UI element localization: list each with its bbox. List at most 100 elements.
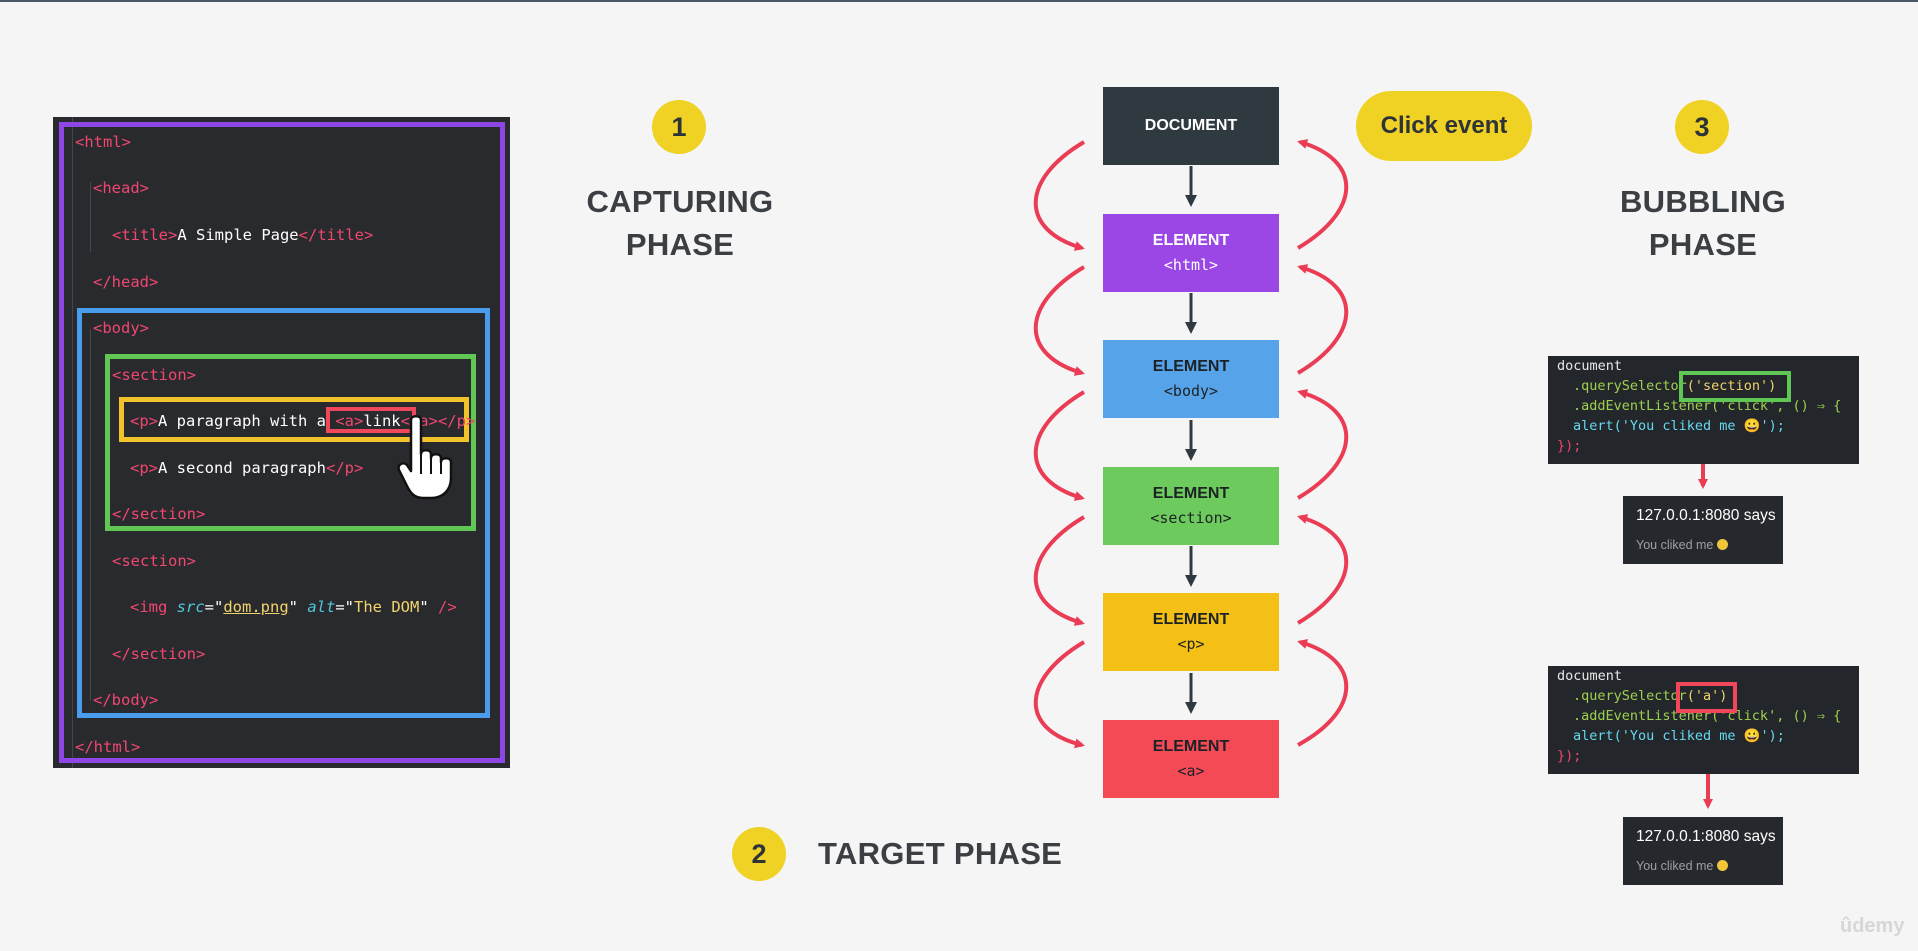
udemy-watermark-logo: ûdemy	[1840, 915, 1905, 937]
head-close-tag: </head>	[93, 273, 159, 291]
capturing-phase-title-line1: CAPTURING	[586, 184, 774, 219]
alert-message: You cliked me	[1636, 538, 1729, 552]
html-tag: <html>	[75, 133, 131, 151]
selector-argument: ('a')	[1686, 688, 1728, 704]
pointer-hand-icon	[397, 415, 453, 500]
img-close-tag: />	[438, 598, 457, 616]
p-open-tag: <p>	[130, 459, 158, 477]
chain-node-label: ELEMENT	[1152, 485, 1230, 502]
phase-2-number-badge: 2	[732, 827, 786, 881]
code-snippet-a: document .querySelector('a') .addEventLi…	[1548, 666, 1859, 774]
src-value: dom.png	[223, 598, 289, 616]
p-open-tag: <p>	[130, 412, 158, 430]
alert-dialog-section: 127.0.0.1:8080 says You cliked me	[1623, 496, 1783, 564]
capturing-arrow	[1033, 140, 1086, 251]
chain-node-tag: <html>	[1163, 256, 1219, 274]
code-line-head-open: <head>	[93, 178, 149, 198]
p-close-tag: </p>	[437, 412, 476, 430]
bubbling-arrow	[1296, 139, 1349, 250]
code-line-body-open: <body>	[93, 318, 149, 338]
attr-quote: "	[288, 598, 308, 616]
body-tag: <body>	[93, 319, 149, 337]
code-line-body-close: </body>	[93, 690, 158, 710]
section-highlight-box	[105, 354, 476, 531]
bubbling-phase-title-line2: PHASE	[1648, 227, 1758, 262]
top-border-line	[0, 0, 1918, 2]
phase-1-number-badge: 1	[652, 100, 706, 154]
second-paragraph-text: A second paragraph	[158, 459, 326, 477]
snippet-line-addeventlistener: .addEventListener('click', () ⇒ {	[1573, 398, 1842, 414]
chain-node-label: DOCUMENT	[1144, 117, 1238, 134]
alert-title: 127.0.0.1:8080 says	[1636, 507, 1776, 524]
snippet-line-end: });	[1557, 748, 1582, 764]
body-close-tag: </body>	[93, 691, 159, 709]
code-line-second-paragraph: <p>A second paragraph</p>	[130, 458, 363, 478]
head-tag: <head>	[93, 179, 149, 197]
body-highlight-box	[77, 308, 490, 718]
paragraph-text: A paragraph with a	[158, 412, 336, 430]
chain-node-label: ELEMENT	[1152, 738, 1230, 755]
chain-node-html: ELEMENT <html>	[1103, 214, 1279, 292]
chain-node-tag: <section>	[1150, 509, 1232, 527]
queryselector-method: .querySelector	[1573, 688, 1687, 704]
click-event-badge: Click event	[1356, 91, 1532, 161]
code-line-section-open: <section>	[112, 365, 196, 385]
code-line-img: <img src="dom.png" alt="The DOM" />	[130, 597, 457, 617]
indent-guide	[90, 329, 91, 701]
code-line-title: <title>A Simple Page</title>	[112, 225, 373, 245]
html-close-tag: </html>	[75, 738, 141, 756]
capturing-arrow	[1033, 390, 1086, 501]
capturing-phase-title: CAPTURING PHASE	[570, 180, 790, 266]
bubbling-arrow	[1296, 264, 1349, 375]
html-highlight-box	[59, 122, 505, 763]
indent-guide	[72, 117, 73, 768]
alt-value: The DOM	[354, 598, 420, 616]
chain-node-p: ELEMENT <p>	[1103, 593, 1279, 671]
code-line-section2-close: </section>	[112, 644, 205, 664]
section-close-tag: </section>	[112, 505, 206, 523]
a-open-tag: <a>	[335, 412, 364, 430]
alert-message-text: You cliked me	[1636, 538, 1714, 552]
snippet-line-document: document	[1557, 358, 1623, 374]
chain-node-tag: <p>	[1177, 635, 1205, 653]
queryselector-method: .querySelector	[1573, 378, 1687, 394]
code-line-head-close: </head>	[93, 272, 158, 292]
title-close-tag: </title>	[298, 226, 374, 244]
section-tag: <section>	[112, 552, 196, 570]
smiley-icon	[1717, 860, 1729, 871]
snippet-line-end: });	[1557, 438, 1582, 454]
capturing-arrow	[1033, 265, 1086, 376]
alt-attribute: alt	[307, 598, 336, 616]
capturing-phase-title-line2: PHASE	[625, 227, 735, 262]
code-line-html-open: <html>	[75, 132, 131, 152]
alert-message-text: You cliked me	[1636, 859, 1714, 873]
snippet-line-queryselector: .querySelector('a')	[1573, 687, 1727, 705]
bubbling-arrow	[1296, 514, 1349, 625]
alert-dialog-a: 127.0.0.1:8080 says You cliked me	[1623, 817, 1783, 885]
code-line-section-close: </section>	[112, 504, 205, 524]
section-close-tag: </section>	[112, 645, 206, 663]
chain-node-label: ELEMENT	[1152, 232, 1230, 249]
chain-node-body: ELEMENT <body>	[1103, 340, 1279, 418]
chain-node-label: ELEMENT	[1152, 611, 1230, 628]
smiley-icon	[1717, 539, 1729, 550]
html-code-panel: <html> <head> <title>A Simple Page</titl…	[53, 117, 510, 768]
snippet-line-alert: alert('You cliked me 😀');	[1573, 418, 1785, 434]
section-selector-highlight	[1679, 371, 1791, 402]
link-text: link	[363, 412, 401, 430]
bubbling-arrow	[1297, 639, 1349, 747]
code-line-section2-open: <section>	[112, 551, 196, 571]
chain-node-tag: <a>	[1177, 762, 1205, 780]
paragraph-highlight-box	[119, 397, 469, 442]
alert-title: 127.0.0.1:8080 says	[1636, 828, 1776, 845]
chain-node-label: ELEMENT	[1152, 358, 1230, 375]
attr-equals: ="	[204, 598, 224, 616]
chain-node-a: ELEMENT <a>	[1103, 720, 1279, 798]
target-phase-title: TARGET PHASE	[818, 836, 1063, 871]
selector-argument: ('section')	[1686, 378, 1777, 394]
code-line-html-close: </html>	[75, 737, 140, 757]
attr-quote: "	[419, 598, 439, 616]
snippet-line-document: document	[1557, 668, 1623, 684]
bubbling-phase-title: BUBBLING PHASE	[1593, 180, 1813, 266]
